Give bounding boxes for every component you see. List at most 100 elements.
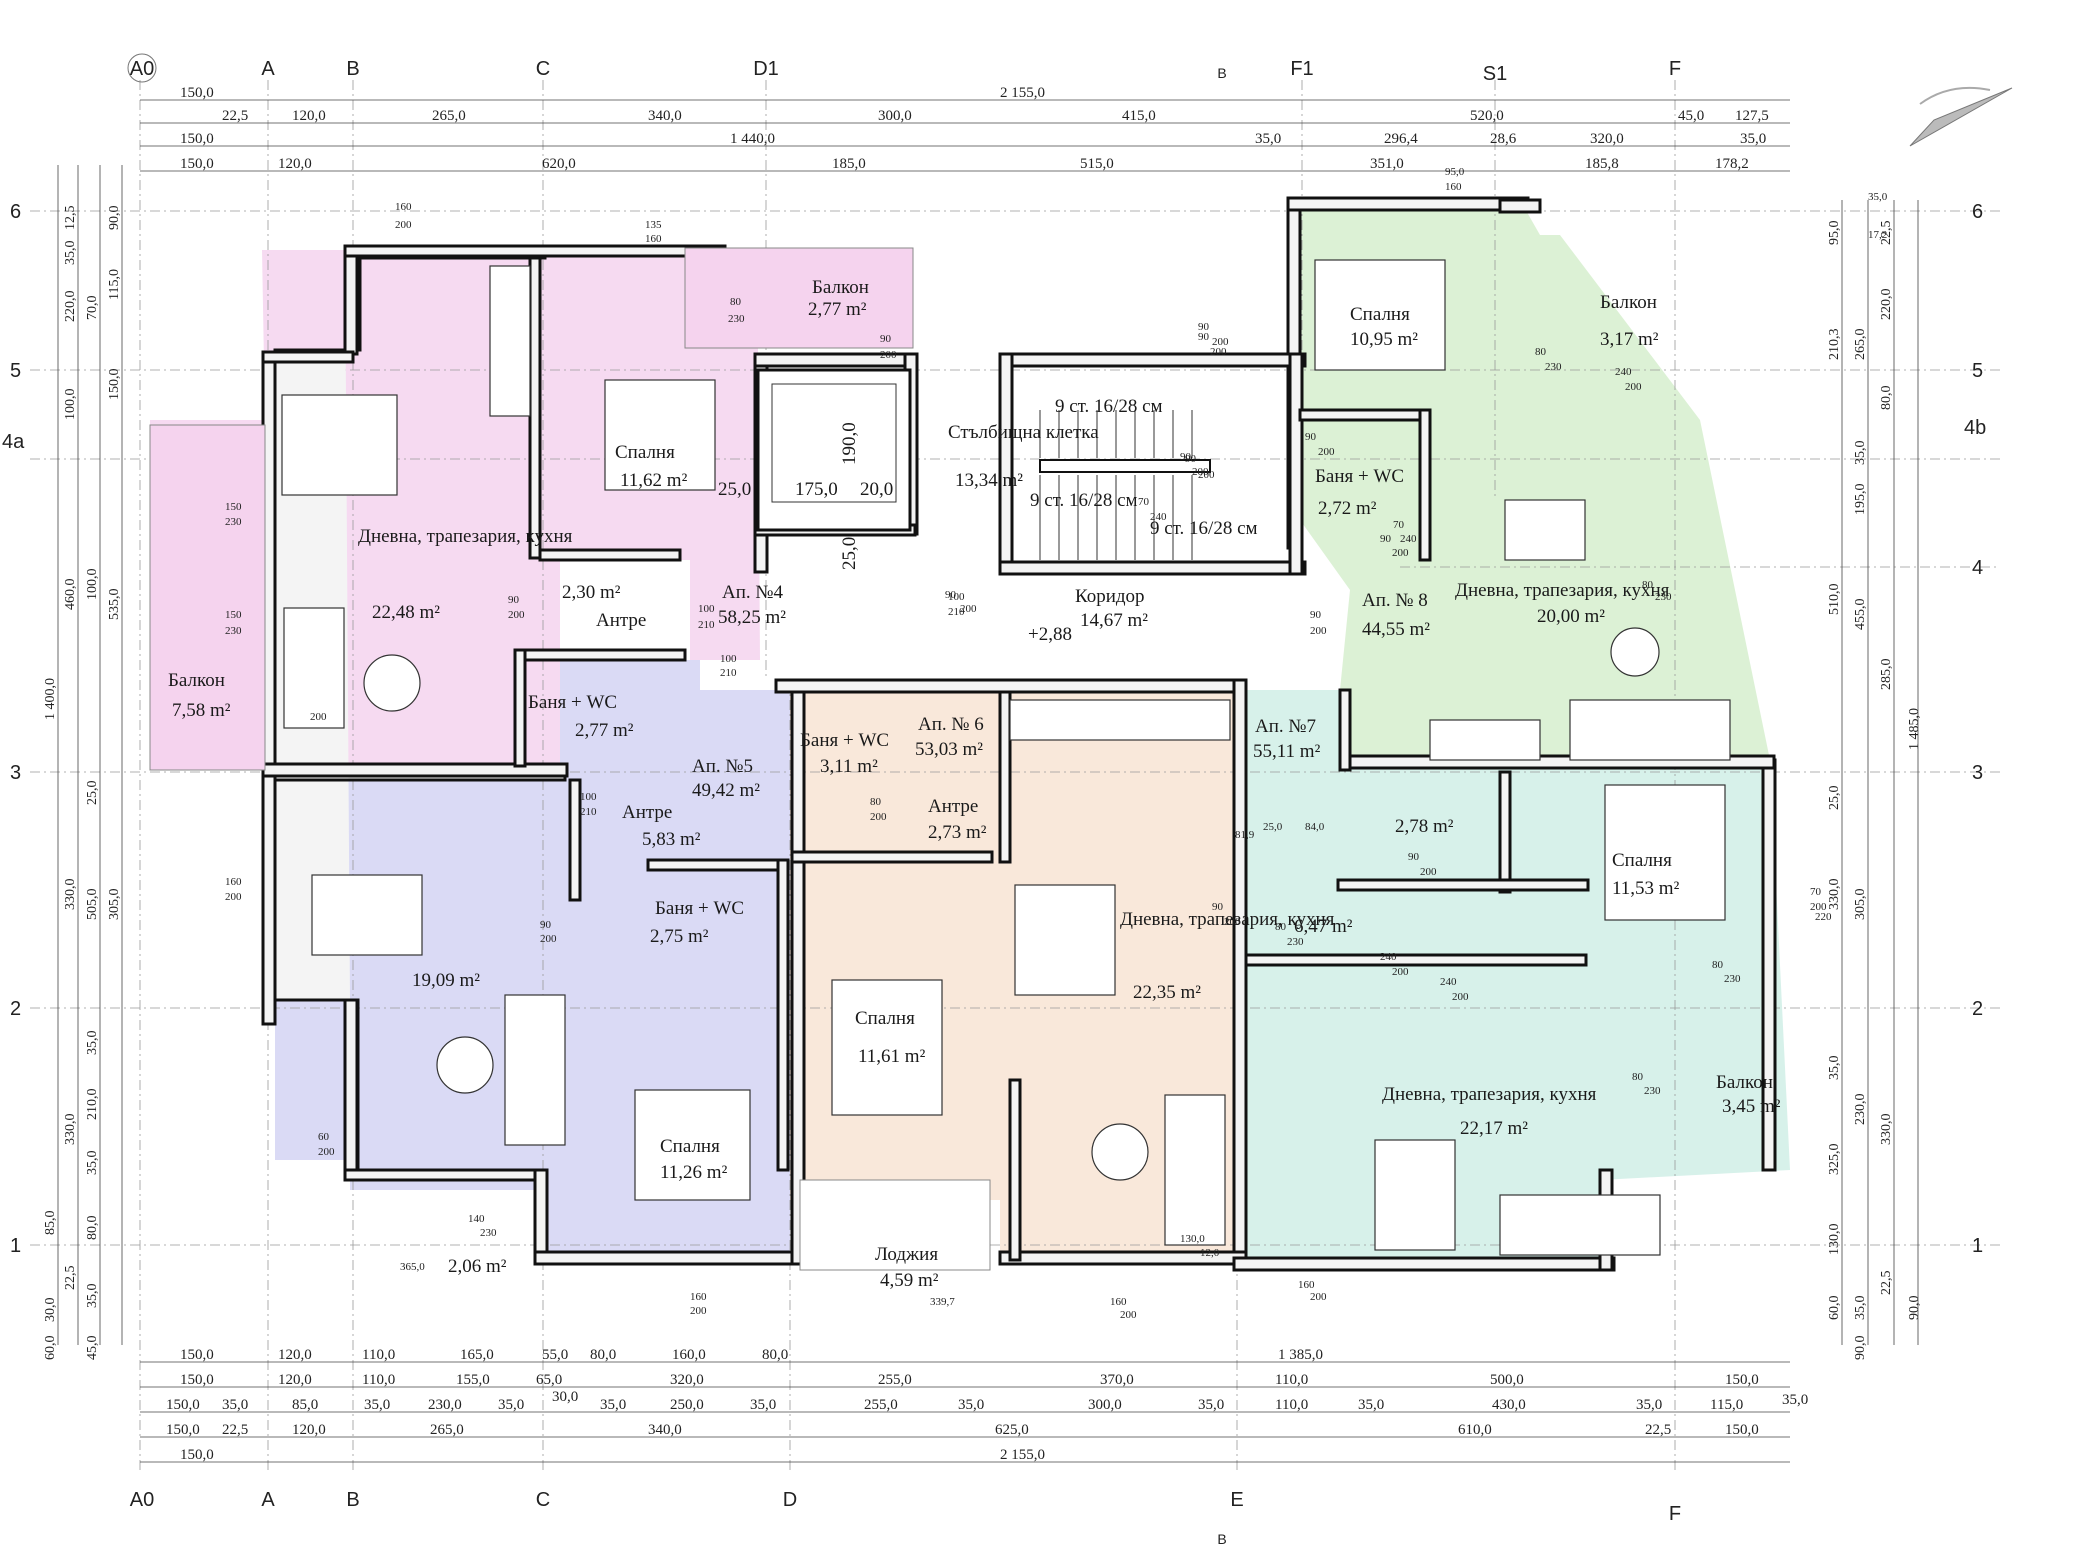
room-area: 58,25 m² [718,607,786,628]
axis-label-right: 3 [1972,762,1983,784]
dim-text: 110,0 [362,1372,395,1388]
balcony-left [149,424,266,771]
stair-label: 9 ст. 16/28 см [1030,490,1138,511]
room-area: 3,17 m² [1600,329,1659,350]
door-dimension: 230 [1287,936,1304,948]
left-dimension-lines [57,165,123,1345]
door-dimension: 200 [880,349,897,361]
dim-text: 220,0 [63,291,78,323]
bottom-dimensions-row4: 150,0 22,5 120,0 265,0 340,0 625,0 610,0… [166,1422,1759,1438]
room-area: 10,95 m² [1350,329,1418,350]
wall-segment [343,998,359,1182]
bottom-dimensions-row5: 150,0 2 155,0 [180,1447,1045,1463]
room-name: Дневна, трапезария, кухня [358,526,573,547]
room-area: 2,77 m² [808,299,867,320]
dim-text: 80,0 [85,1216,100,1241]
door-dimension: 150 [225,609,242,621]
bed [831,979,943,1116]
elevator-dim: 20,0 [860,479,893,500]
wall-segment [1008,1078,1022,1262]
door-dimension: 84,0 [1305,821,1325,833]
wall-segment [513,648,527,768]
dim-text: 265,0 [430,1422,464,1438]
bottom-dimensions-row3: 150,0 35,0 85,0 35,0 230,0 35,0 30,0 35,… [166,1389,1808,1413]
door-dimension: 200 [1810,901,1827,913]
left-dimensions: 12,5 35,0 220,0 100,0 460,0 1 400,0 25,0… [43,206,122,1361]
door-dimension: 230 [1545,361,1562,373]
room-area: 6,47 m² [1294,916,1353,937]
kitchen-counter [489,265,531,417]
dim-text: 22,5 [1879,1271,1894,1296]
door-dimension: 200 [1212,336,1229,348]
room-area: 7,58 m² [172,700,231,721]
door-dimension: 240 [1440,976,1457,988]
wall-segment [790,678,806,1266]
bottom-dimension-lines [140,1361,1790,1463]
dim-text: 35,0 [1782,1392,1808,1408]
door-dimension: 210 [720,667,737,679]
door-dimension: 200 [1310,625,1327,637]
dim-text: 150,0 [180,156,214,172]
dim-text: 330,0 [63,1114,78,1146]
room-name: Балкон [1600,292,1657,313]
dim-text: 35,0 [85,1151,100,1176]
door-dimension: 70 [1810,886,1822,898]
dim-text: 370,0 [1100,1372,1134,1388]
door-dimension: 90 [945,589,957,601]
axis-label-right: 6 [1972,201,1983,223]
room-area: 5,83 m² [642,829,701,850]
wall-segment [261,770,277,1026]
dim-text: 520,0 [1470,108,1504,124]
door-dimension: 200 [508,609,525,621]
door-dimension: 230 [225,625,242,637]
wall-segment [1288,352,1304,576]
door-dimension: 230 [480,1227,497,1239]
room-area: 2,72 m² [1318,498,1377,519]
dim-text: 505,0 [85,889,100,921]
dim-text: 35,0 [85,1284,100,1309]
dim-text: 296,4 [1384,131,1418,147]
room-name: Антре [596,610,646,631]
dim-text: 35,0 [498,1397,524,1413]
door-dimension: 230 [728,313,745,325]
furniture [281,259,1731,1256]
dim-text: 1 385,0 [1278,1347,1323,1363]
elevator: 190,0 175,0 20,0 25,0 25,0 [718,368,912,570]
dim-text: 300,0 [1088,1397,1122,1413]
room-name: Балкон [1716,1072,1773,1093]
coffee-table [363,654,421,712]
wall-segment [790,850,994,864]
dim-text: 35,0 [85,1031,100,1056]
dim-text: 35,0 [63,241,78,266]
wall-segment [646,858,790,872]
axis-label-bottom: B [346,1489,359,1511]
dining-table [281,394,398,496]
wall-segment [1298,408,1432,422]
sofa [504,994,566,1146]
dim-text: 110,0 [362,1347,395,1363]
room-area: 11,53 m² [1612,878,1680,899]
door-dimension: 80 [1275,921,1287,933]
door-dimension: 80 [870,796,882,808]
dim-text: 210,3 [1827,329,1842,361]
door-dimension: 81,9 [1235,829,1255,841]
dim-text: 185,8 [1585,156,1619,172]
axis-label-right: 4 [1972,557,1983,579]
stair-label: 9 ст. 16/28 см [1055,396,1163,417]
dim-text: 150,0 [166,1397,200,1413]
room-name: Антре [928,796,978,817]
axis-label-top: F [1669,58,1681,80]
dim-text: 60,0 [1827,1296,1842,1321]
bottom-dimensions-row2: 150,0 120,0 110,0 155,0 65,0 320,0 255,0… [180,1372,1759,1388]
wall-segment [1286,196,1530,212]
stair-label: 9 ст. 16/28 см [1150,518,1258,539]
door-dimension: 90 [1212,901,1224,913]
door-dimension: 90 [1185,453,1197,465]
top-dimensions-row2: 22,5 120,0 265,0 340,0 300,0 415,0 520,0… [222,108,1769,124]
dim-text: 460,0 [63,579,78,611]
room-name: Баня + WC [528,692,617,713]
balcony-top [684,247,914,349]
door-dimension: 200 [870,811,887,823]
room-area: 22,35 m² [1133,982,1201,1003]
